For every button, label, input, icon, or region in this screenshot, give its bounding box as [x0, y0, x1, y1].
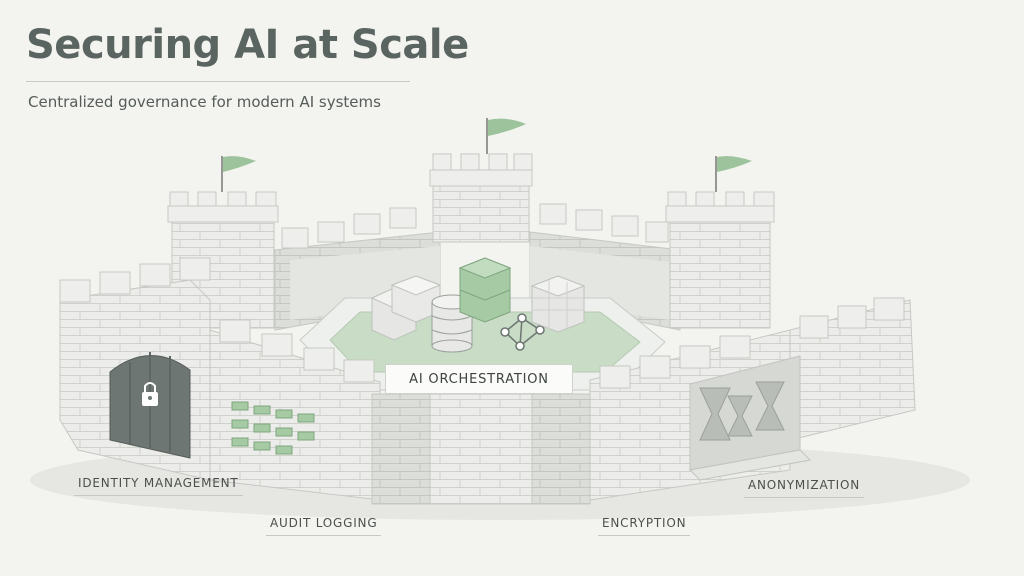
gate-door: [109, 352, 191, 459]
anonymization-chamber: [688, 355, 812, 481]
page-subtitle: Centralized governance for modern AI sys…: [28, 93, 381, 111]
title-divider: [26, 81, 410, 82]
right-tower: [665, 156, 775, 329]
network-graph-icon: [500, 313, 545, 351]
ai-orchestration-label: AI ORCHESTRATION: [385, 364, 573, 394]
front-gatehouse: [371, 393, 591, 505]
identity-management-label: IDENTITY MANAGEMENT: [74, 476, 243, 496]
lock-icon: [142, 382, 158, 406]
page-title: Securing AI at Scale: [26, 22, 469, 68]
audit-log-windows: [231, 401, 315, 455]
hourglass-icon: [699, 381, 785, 441]
encryption-label: ENCRYPTION: [598, 516, 691, 536]
server-cube: [370, 275, 442, 341]
flag-icon: [488, 118, 526, 136]
flag-icon: [223, 156, 256, 172]
audit-logging-label: AUDIT LOGGING: [266, 516, 382, 536]
database-icon: [431, 294, 473, 353]
flag-icon: [717, 156, 752, 172]
central-tower: [429, 118, 533, 243]
grid-cube: [530, 275, 586, 333]
anonymization-label: ANONYMIZATION: [744, 478, 865, 498]
green-model-cube: [458, 257, 512, 323]
back-battlements: [281, 203, 669, 249]
